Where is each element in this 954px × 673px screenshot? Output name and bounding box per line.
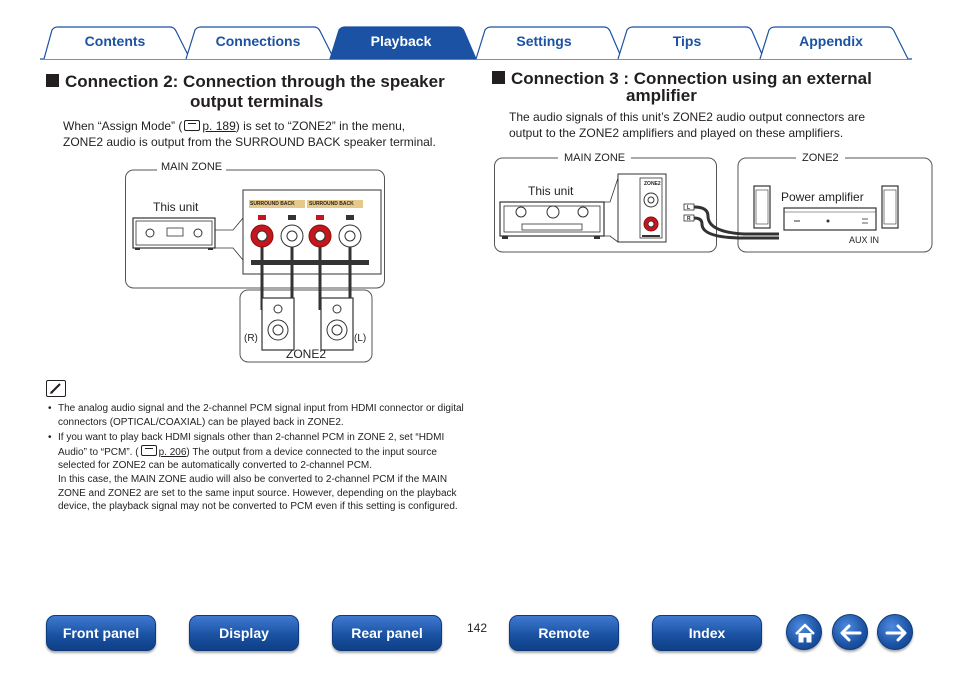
notes-list: The analog audio signal and the 2-channe…: [46, 402, 466, 514]
note-item: If you want to play back HDMI signals ot…: [46, 431, 466, 514]
external-amplifier-diagram: MAIN ZONE ZONE2 This unit Power amplifie…: [494, 150, 934, 254]
reference-icon: [184, 120, 201, 131]
plug-l-label: L: [687, 205, 691, 211]
plug-r-label: R: [687, 216, 691, 222]
main-zone-label: MAIN ZONE: [558, 152, 632, 164]
tab-contents[interactable]: Contents: [84, 33, 146, 49]
amplifier-diagram-graphic: [494, 157, 933, 253]
tab-tips[interactable]: Tips: [672, 33, 702, 49]
ref-link-p189[interactable]: p. 189: [202, 119, 236, 133]
zone2-label: ZONE2: [796, 152, 845, 164]
remote-button[interactable]: Remote: [509, 615, 619, 651]
this-unit-label: This unit: [528, 184, 574, 198]
home-button[interactable]: [786, 614, 822, 650]
index-button[interactable]: Index: [652, 615, 762, 651]
pencil-note-icon: [46, 380, 66, 397]
forward-button[interactable]: [877, 614, 913, 650]
ref-link-p206[interactable]: p. 206: [158, 446, 187, 458]
main-zone-label: MAIN ZONE: [157, 161, 227, 173]
zone2-jack-label: ZONE2: [644, 181, 661, 187]
tab-connections[interactable]: Connections: [215, 33, 301, 49]
heading-square-icon: [492, 71, 505, 84]
tab-bar: Contents Connections Playback Settings T…: [0, 0, 954, 62]
front-panel-button[interactable]: Front panel: [46, 615, 156, 651]
tab-bar-graphic: [40, 26, 912, 60]
section-heading-connection-2: Connection 2: Connection through the spe…: [46, 72, 471, 112]
tab-settings[interactable]: Settings: [516, 33, 572, 49]
page-number: 142: [466, 621, 488, 635]
surround-back-label-right: SURROUND BACK: [309, 201, 354, 207]
speaker-diagram-graphic: [125, 169, 385, 363]
speaker-connection-diagram: MAIN ZONE This unit SURROUND BACK SURROU…: [125, 160, 385, 365]
note-item: The analog audio signal and the 2-channe…: [46, 402, 466, 429]
left-paragraph: When “Assign Mode” (p. 189) is set to “Z…: [63, 119, 436, 149]
aux-in-label: AUX IN: [849, 235, 880, 245]
section-heading-connection-3: Connection 3 : Connection using an exter…: [492, 69, 912, 106]
tab-appendix[interactable]: Appendix: [799, 33, 863, 49]
home-icon: [795, 623, 815, 643]
back-button[interactable]: [832, 614, 868, 650]
right-paragraph: The audio signals of this unit’s ZONE2 a…: [509, 110, 865, 140]
display-button[interactable]: Display: [189, 615, 299, 651]
zone2-label: ZONE2: [286, 347, 327, 361]
arrow-left-icon: [840, 624, 862, 642]
arrow-right-icon: [885, 624, 907, 642]
heading-square-icon: [46, 74, 59, 87]
power-amplifier-label: Power amplifier: [781, 190, 864, 204]
surround-back-label-left: SURROUND BACK: [250, 201, 295, 207]
speaker-l-label: (L): [354, 333, 367, 344]
pencil-glyph: [50, 383, 61, 394]
rear-panel-button[interactable]: Rear panel: [332, 615, 442, 651]
speaker-r-label: (R): [244, 333, 258, 344]
reference-icon: [140, 444, 157, 456]
this-unit-label: This unit: [153, 200, 199, 214]
tab-playback[interactable]: Playback: [370, 33, 432, 49]
